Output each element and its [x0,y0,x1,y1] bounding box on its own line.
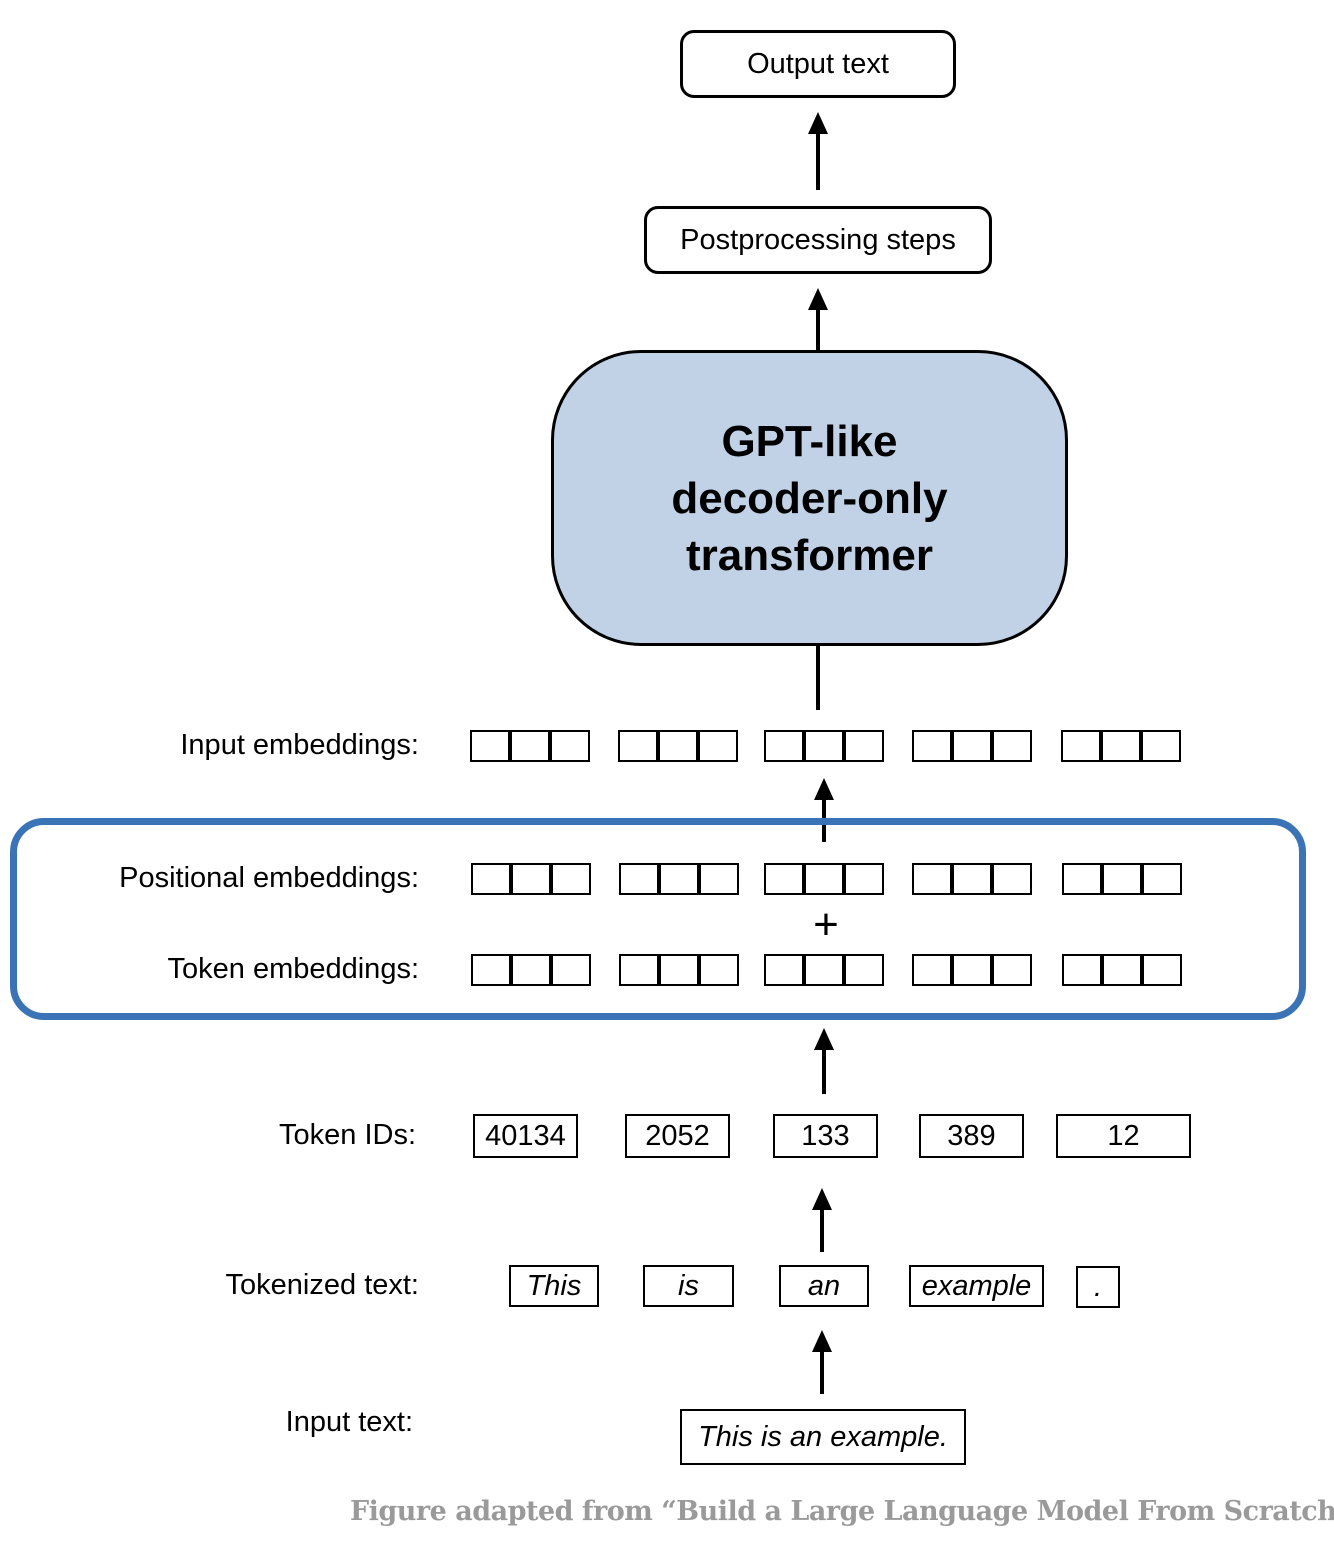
embedding-cell [470,730,510,762]
embedding-cell [804,954,844,986]
embedding-cell [699,863,739,895]
embedding-cell [764,954,804,986]
embedding-cell [510,730,550,762]
embedding-cell [1142,863,1182,895]
embedding-cell [1141,730,1181,762]
embedding-cell [511,954,551,986]
embedding-cell [511,863,551,895]
embedding-cell [698,730,738,762]
input-text-box: This is an example. [680,1409,966,1465]
token-id-box: 389 [919,1114,1024,1158]
embedding-cell [844,863,884,895]
gpt-model-box: GPT-like decoder-only transformer [551,350,1068,646]
embedding-cell [804,863,844,895]
embedding-cell [551,863,591,895]
model-title-line-2: decoder-only [671,473,948,523]
figure-caption: Figure adapted from “Build a Large Langu… [350,1496,1334,1527]
embedding-cell [912,730,952,762]
arrow-ids-to-token-embeddings [814,1028,834,1094]
embedding-cell [1062,954,1102,986]
embedding-cell [952,863,992,895]
token-box: This [509,1265,599,1307]
token-box: an [779,1265,869,1307]
embedding-cell [1102,954,1142,986]
output-text-box: Output text [680,30,956,98]
embedding-cell [992,954,1032,986]
embedding-cell [844,954,884,986]
embedding-cell [1142,954,1182,986]
arrow-postprocessing-to-output [808,112,828,190]
embedding-cell [658,730,698,762]
label-token-ids: Token IDs: [279,1119,416,1151]
arrow-tokens-to-ids [812,1188,832,1252]
embedding-cell [619,954,659,986]
embedding-cell [764,730,804,762]
plus-sign: + [813,900,839,949]
embedding-cell [992,863,1032,895]
label-tokenized-text: Tokenized text: [225,1269,419,1301]
token-id-box: 2052 [625,1114,730,1158]
model-title-line-1: GPT-like [721,416,898,466]
token-id-box: 40134 [473,1114,578,1158]
embedding-cell [619,863,659,895]
embedding-cell [764,863,804,895]
token-box: . [1076,1266,1120,1308]
embedding-cell [471,863,511,895]
embedding-group-frame [10,818,1306,1020]
embedding-cell [550,730,590,762]
embedding-cell [992,730,1032,762]
embedding-cell [804,730,844,762]
embedding-cell [618,730,658,762]
model-title-line-3: transformer [686,530,933,580]
embedding-cell [659,863,699,895]
embedding-cell [551,954,591,986]
embedding-cell [952,730,992,762]
label-input-text: Input text: [285,1406,413,1438]
label-positional-embeddings: Positional embeddings: [119,862,419,894]
embedding-cell [471,954,511,986]
embedding-cell [1061,730,1101,762]
embedding-cell [699,954,739,986]
token-id-box: 133 [773,1114,878,1158]
embedding-cell [1062,863,1102,895]
postprocessing-box: Postprocessing steps [644,206,992,274]
embedding-cell [1101,730,1141,762]
token-box: example [909,1265,1044,1307]
embedding-cell [1102,863,1142,895]
embedding-cell [952,954,992,986]
label-token-embeddings: Token embeddings: [167,953,420,985]
embedding-cell [912,863,952,895]
label-input-embeddings: Input embeddings: [180,729,419,761]
embedding-cell [659,954,699,986]
embedding-cell [844,730,884,762]
arrow-input-to-tokens [812,1330,832,1394]
token-box: is [643,1265,734,1307]
token-id-box: 12 [1056,1114,1191,1158]
embedding-cell [912,954,952,986]
